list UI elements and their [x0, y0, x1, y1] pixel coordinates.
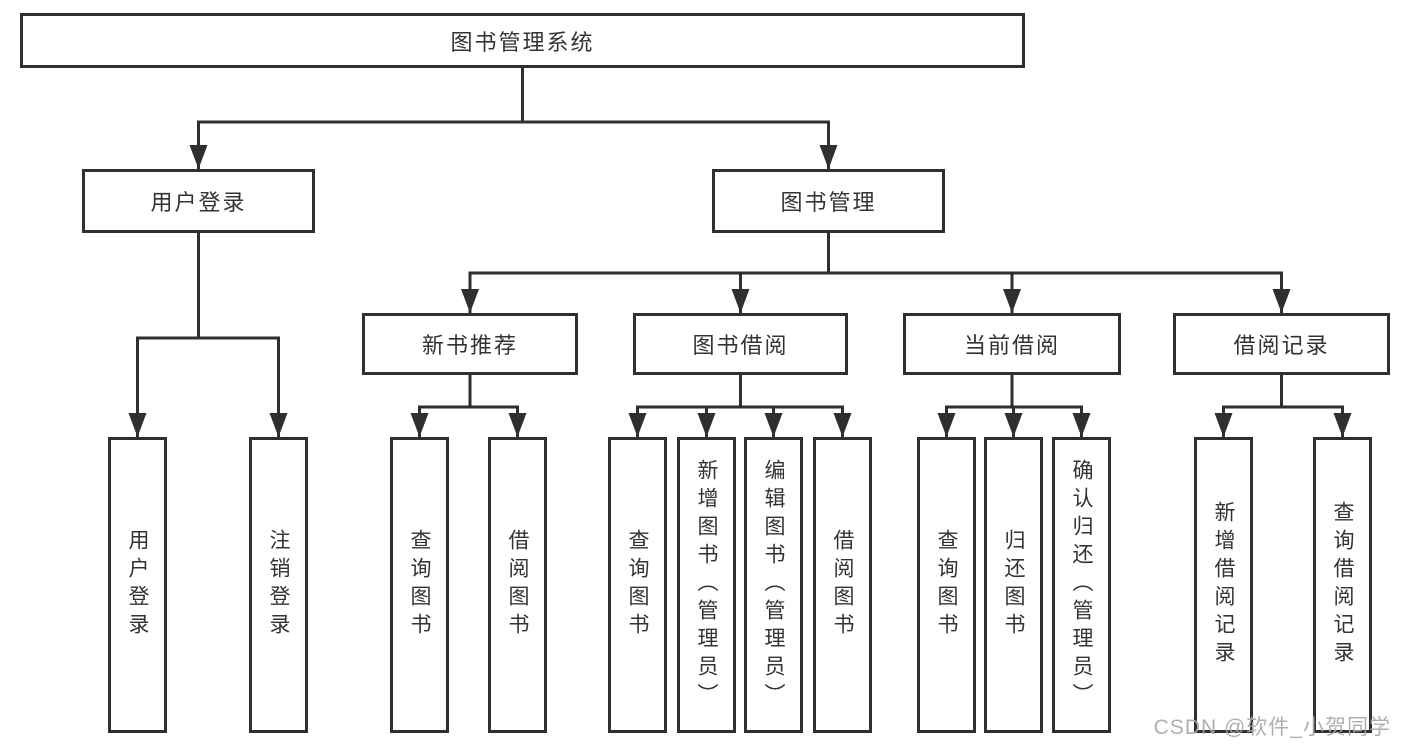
node-leaf-user-login-label: 用户登录	[126, 529, 149, 641]
node-leaf-add-book-admin-label: 新增图书（管理员）	[695, 459, 718, 711]
node-user-login-label: 用户登录	[150, 190, 247, 215]
node-leaf-query-books-1-label: 查询图书	[408, 529, 431, 641]
node-leaf-borrow-books-2-label: 借阅图书	[831, 529, 854, 641]
node-leaf-query-books-2: 查询图书	[608, 437, 667, 733]
node-root-label: 图书管理系统	[450, 29, 595, 55]
node-leaf-confirm-return-admin-label: 确认归还（管理员）	[1070, 459, 1093, 711]
connector-book-management-skeleton	[468, 231, 1283, 275]
node-leaf-confirm-return-admin: 确认归还（管理员）	[1052, 437, 1111, 733]
node-leaf-query-books-3: 查询图书	[917, 437, 976, 733]
node-leaf-edit-book-admin-label: 编辑图书（管理员）	[762, 459, 785, 711]
node-leaf-add-borrow-record: 新增借阅记录	[1194, 437, 1253, 733]
node-book-borrow: 图书借阅	[633, 313, 848, 375]
node-leaf-query-books-1: 查询图书	[390, 437, 449, 733]
node-leaf-borrow-books-1: 借阅图书	[488, 437, 547, 733]
node-leaf-query-borrow-record-label: 查询借阅记录	[1331, 501, 1354, 669]
node-leaf-return-book-label: 归还图书	[1002, 529, 1025, 641]
node-book-management: 图书管理	[712, 169, 945, 233]
connector-root-skeleton	[197, 66, 830, 124]
node-book-management-label: 图书管理	[780, 190, 877, 215]
node-leaf-query-books-3-label: 查询图书	[935, 529, 958, 641]
node-leaf-return-book: 归还图书	[984, 437, 1043, 733]
node-leaf-query-borrow-record: 查询借阅记录	[1313, 437, 1372, 733]
watermark-text: CSDN @软件_小贺同学	[1153, 716, 1391, 739]
node-user-login: 用户登录	[82, 169, 315, 233]
node-leaf-add-book-admin: 新增图书（管理员）	[677, 437, 736, 733]
node-new-book-recommend: 新书推荐	[362, 313, 578, 375]
connector-current-borrow-skeleton	[945, 373, 1083, 409]
node-leaf-query-books-2-label: 查询图书	[626, 529, 649, 641]
connector-borrow-records-skeleton	[1222, 373, 1344, 409]
connector-user-login-skeleton	[136, 231, 280, 340]
node-leaf-borrow-books-1-label: 借阅图书	[506, 529, 529, 641]
node-leaf-logout: 注销登录	[249, 437, 308, 733]
node-book-borrow-label: 图书借阅	[692, 333, 789, 358]
node-leaf-borrow-books-2: 借阅图书	[813, 437, 872, 733]
node-current-borrow-label: 当前借阅	[963, 333, 1060, 358]
node-leaf-user-login: 用户登录	[108, 437, 167, 733]
node-new-book-recommend-label: 新书推荐	[421, 333, 518, 358]
node-current-borrow: 当前借阅	[903, 313, 1121, 375]
node-borrow-records-label: 借阅记录	[1233, 333, 1330, 358]
node-leaf-edit-book-admin: 编辑图书（管理员）	[744, 437, 803, 733]
node-leaf-logout-label: 注销登录	[267, 529, 290, 641]
connector-book-borrow-skeleton	[636, 373, 844, 409]
node-leaf-add-borrow-record-label: 新增借阅记录	[1212, 501, 1235, 669]
connector-new-book-skeleton	[418, 373, 519, 409]
node-borrow-records: 借阅记录	[1173, 313, 1390, 375]
node-root: 图书管理系统	[20, 13, 1025, 68]
